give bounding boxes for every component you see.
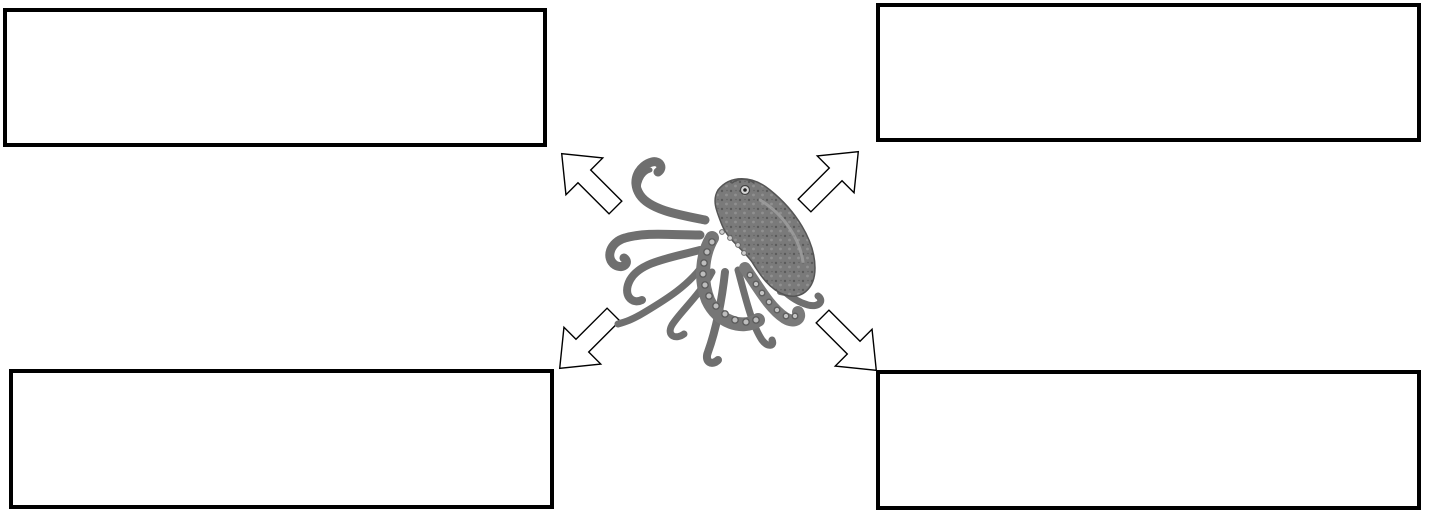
arrow-down-right-icon (804, 298, 895, 389)
arrow-down-left-icon (541, 296, 632, 387)
octopus-icon (610, 162, 821, 363)
arrow-up-left-icon (543, 135, 634, 226)
arrow-up-right-icon (786, 133, 877, 224)
